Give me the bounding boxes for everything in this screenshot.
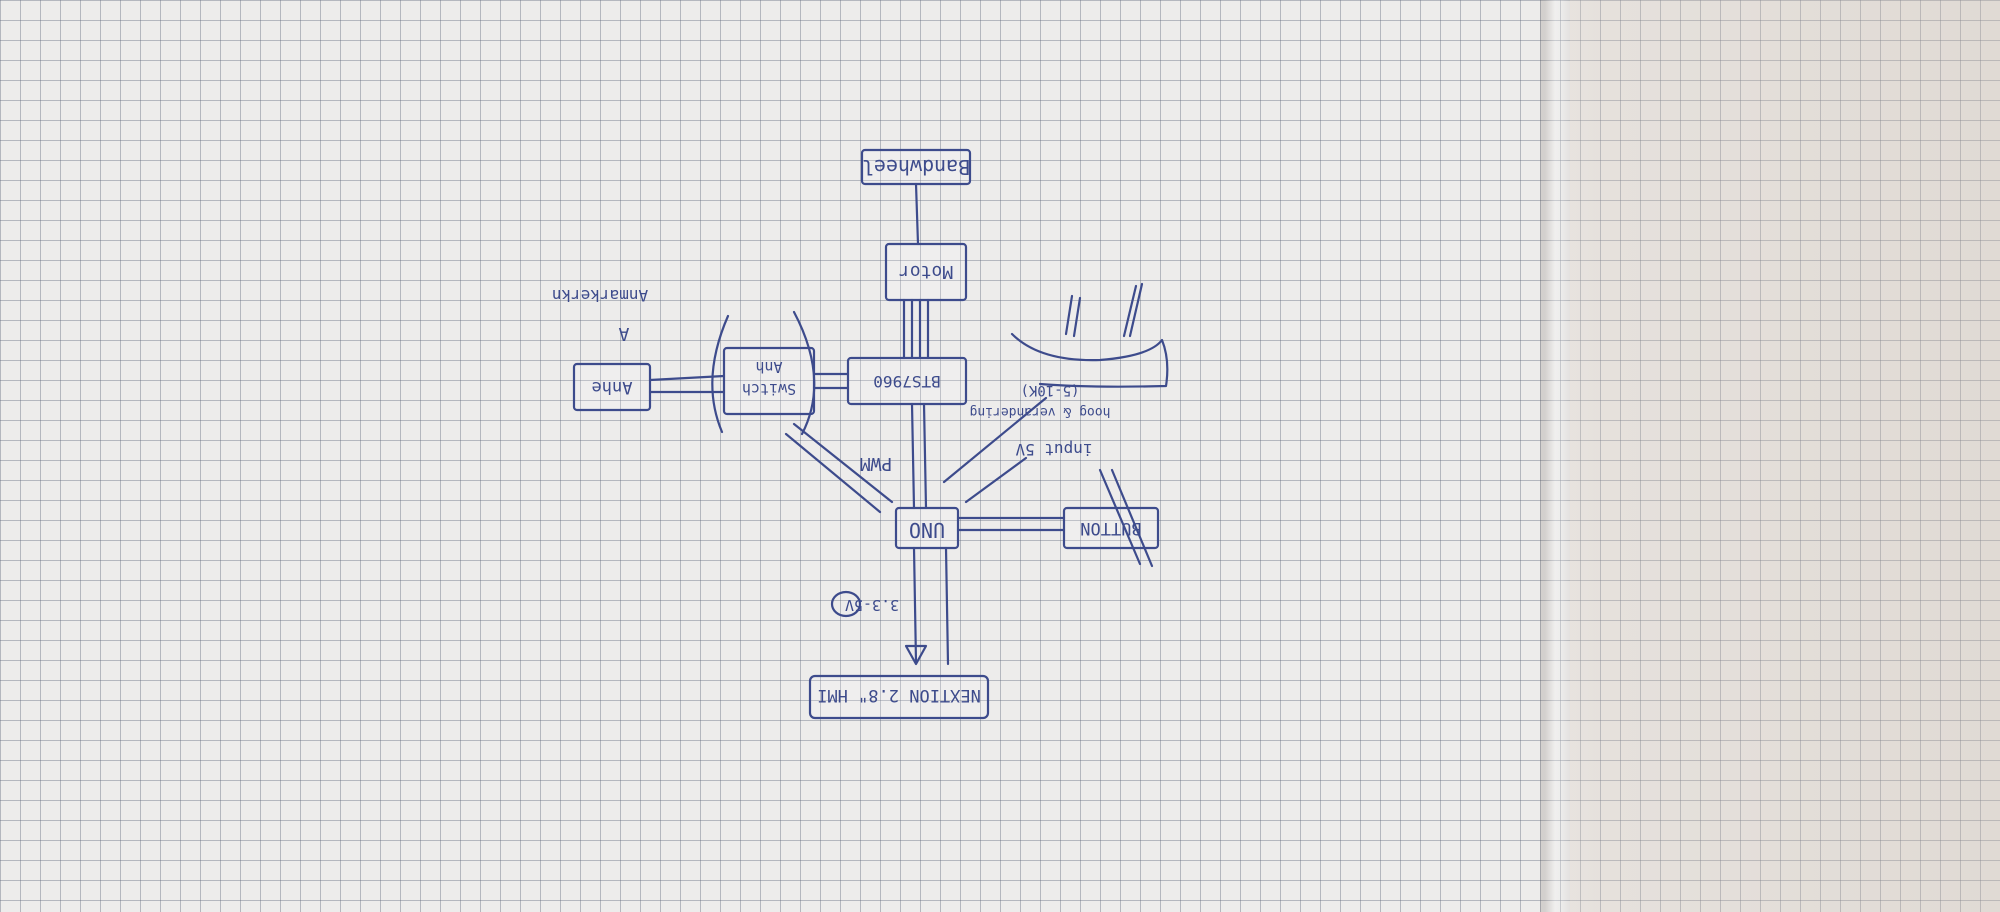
- note-top-left: Anmarkerkn A: [552, 286, 648, 344]
- svg-text:3.3-5V: 3.3-5V: [845, 596, 899, 614]
- right-page: [1570, 0, 2000, 912]
- node-left-sensor: Anhe: [572, 362, 652, 412]
- node-uno-label: UNO: [909, 518, 945, 542]
- notebook-fold: [1540, 0, 1570, 912]
- svg-text:Switch: Switch: [742, 380, 796, 398]
- input-notes: (5-10K) hoog & verandering input 5V: [970, 382, 1111, 459]
- svg-text:Anmarkerkn: Anmarkerkn: [552, 286, 648, 305]
- node-display: NEXTION 2.8" HMI: [808, 674, 990, 720]
- sketch-object: [1010, 282, 1169, 388]
- node-switch: Anh Switch: [711, 310, 816, 436]
- svg-text:BTS7960: BTS7960: [873, 372, 940, 391]
- node-uno: UNO: [894, 506, 960, 550]
- edge-uno-display: [904, 546, 950, 666]
- node-motor: Motor: [884, 242, 968, 302]
- edge-switch-uno: [784, 422, 894, 514]
- svg-text:input 5V: input 5V: [1015, 440, 1092, 459]
- node-left-sensor-label: Anhe: [592, 377, 633, 397]
- node-display-label: NEXTION 2.8" HMI: [817, 685, 981, 705]
- edge-pwm-label: PWM: [860, 453, 893, 474]
- edge-uno-button: [956, 516, 1066, 532]
- edge-sensor-switch: [648, 374, 726, 394]
- edge-motor-driver: [902, 298, 930, 360]
- node-driver: BTS7960: [846, 356, 968, 406]
- edge-input-uno: [942, 396, 1048, 504]
- svg-text:A: A: [618, 323, 629, 344]
- svg-text:Anh: Anh: [755, 358, 782, 376]
- edge-bandwheel-motor: [914, 182, 920, 246]
- edge-voltage-label: 3.3-5V: [830, 590, 899, 618]
- svg-text:hoog & verandering: hoog & verandering: [970, 404, 1111, 419]
- node-bandwheel: Bandwheel: [860, 148, 972, 186]
- node-motor-label: Motor: [899, 261, 953, 282]
- node-bandwheel-label: Bandwheel: [862, 155, 970, 179]
- edge-switch-driver: [812, 372, 850, 390]
- edge-driver-uno: [910, 402, 928, 510]
- node-button: BUTTON: [1062, 468, 1160, 568]
